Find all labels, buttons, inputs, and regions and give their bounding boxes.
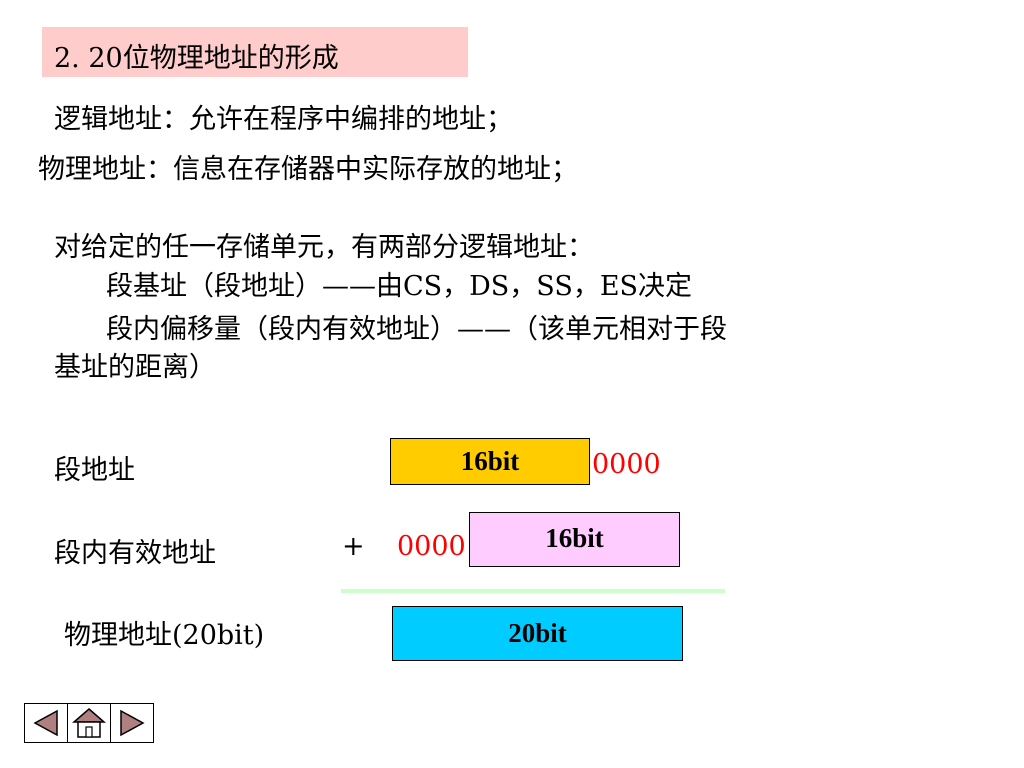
offset-prefix-zeros: 0000: [397, 531, 466, 562]
segment-16bit-box: 16bit: [390, 438, 590, 485]
slide-navigation: [24, 703, 154, 743]
offset-line-2: 基址的距离）: [54, 352, 216, 383]
title-background: [42, 27, 468, 77]
next-icon: [120, 709, 145, 737]
logical-address-definition: 逻辑地址：允许在程序中编排的地址；: [54, 104, 513, 135]
segment-address-label: 段地址: [54, 455, 135, 486]
prev-icon: [33, 709, 58, 737]
home-button[interactable]: [68, 704, 111, 742]
slide-title: 2. 20位物理地址的形成: [54, 43, 339, 74]
plus-sign: +: [342, 531, 365, 562]
prev-button[interactable]: [25, 704, 68, 742]
offset-line-1: 段内偏移量（段内有效地址）——（该单元相对于段: [106, 314, 727, 345]
offset-address-label: 段内有效地址: [54, 538, 216, 569]
next-button[interactable]: [111, 704, 153, 742]
home-icon: [72, 708, 106, 738]
offset-16bit-box: 16bit: [469, 512, 680, 567]
physical-address-label: 物理地址(20bit): [64, 620, 265, 651]
physical-20bit-box: 20bit: [392, 606, 683, 661]
segment-shift-zeros: 0000: [592, 449, 661, 480]
sum-separator-line: [341, 589, 725, 593]
segment-base-line: 段基址（段地址）——由CS，DS，SS，ES决定: [106, 271, 693, 302]
physical-address-definition: 物理地址：信息在存储器中实际存放的地址；: [38, 154, 578, 185]
intro-line: 对给定的任一存储单元，有两部分逻辑地址：: [54, 232, 594, 263]
